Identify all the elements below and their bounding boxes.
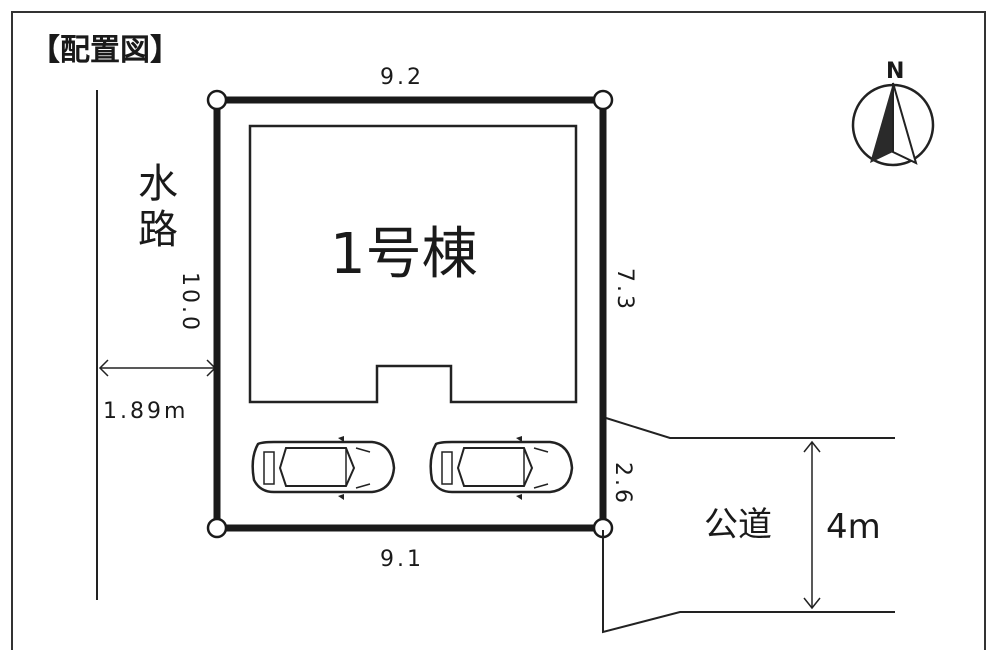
top-dimension-label: 9.2 [380,65,424,90]
car-icon [429,436,574,500]
waterway-label-2: 路 [138,207,178,253]
plan-title: 【配置図】 [30,33,180,68]
offset-dimension: 1.89m [98,359,217,424]
lot-corner-marker [206,89,228,111]
road-width-label: 4m [826,507,881,547]
waterway-label-1: 水 [138,161,178,207]
north-compass-icon [851,82,935,167]
car-icon [251,436,396,500]
lot-corner-marker [206,517,228,539]
bottom-dimension-label: 9.1 [380,547,424,572]
public-road [602,417,895,634]
lot-corner-marker [592,89,614,111]
road-label: 公道 [704,505,772,545]
drawing-frame [11,11,986,650]
compass-north-label: N [886,59,904,84]
building-footprint [248,124,578,404]
building-label: 1号棟 [330,222,478,287]
left-dimension-label: 10.0 [177,272,202,333]
right-upper-dimension-label: 7.3 [612,268,637,312]
lot-boundary [213,96,607,532]
right-lower-dimension-label: 2.6 [610,462,635,506]
offset-label: 1.89m [103,399,188,424]
